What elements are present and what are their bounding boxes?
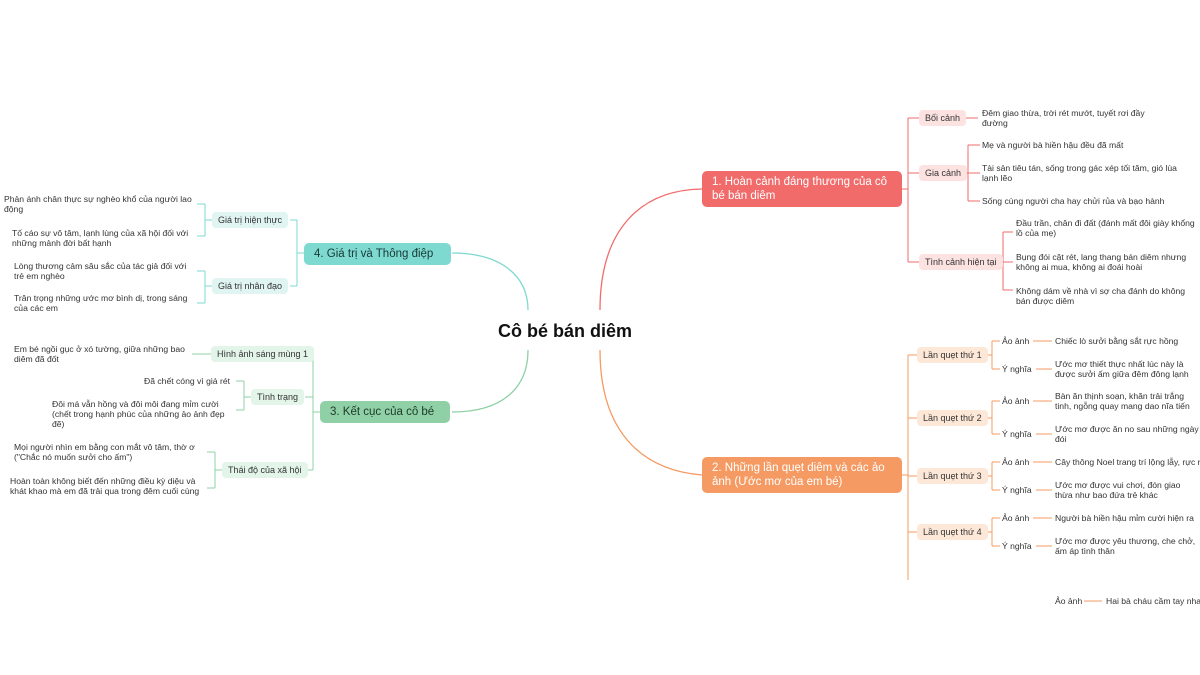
quet-1-y-nghia[interactable]: Ước mơ thiết thực nhất lúc này là được s… bbox=[1055, 359, 1189, 379]
boi-canh-node[interactable]: Bối cảnh bbox=[919, 110, 967, 126]
connector-root-branch1 bbox=[599, 188, 703, 311]
branch-2-topic[interactable]: 2. Những lần quẹt diêm và các ảo ảnh (Ướ… bbox=[702, 457, 902, 493]
boi-canh-leaf[interactable]: Đêm giao thừa, trời rét mướt, tuyết rơi … bbox=[982, 108, 1145, 128]
hinh-anh-leaf[interactable]: Em bé ngồi gục ở xó tường, giữa những ba… bbox=[14, 344, 185, 364]
quet-3-ao-anh-label[interactable]: Ảo ảnh bbox=[1002, 457, 1030, 467]
connector-root-branch3 bbox=[451, 349, 529, 413]
quet-1-ao-anh-label[interactable]: Ảo ảnh bbox=[1002, 336, 1030, 346]
nhan-dao-leaf-1[interactable]: Lòng thương cảm sâu sắc của tác giả đối … bbox=[14, 261, 187, 281]
quet-3-ao-anh[interactable]: Cây thông Noel trang trí lộng lẫy, rực r… bbox=[1055, 457, 1200, 467]
hien-thuc-leaf-1[interactable]: Phản ánh chân thực sự nghèo khổ của ngườ… bbox=[4, 194, 192, 214]
quet-4-y-nghia[interactable]: Ước mơ được yêu thương, che chở, ấm áp t… bbox=[1055, 536, 1196, 556]
quet-2-ao-anh[interactable]: Bàn ăn thịnh soạn, khăn trải trắng tinh,… bbox=[1055, 391, 1190, 411]
quet-2-y-nghia-label[interactable]: Ý nghĩa bbox=[1002, 429, 1032, 439]
tinh-canh-leaf-1[interactable]: Đầu trần, chân đi đất (đánh mất đôi giày… bbox=[1016, 218, 1195, 238]
quet-2-ao-anh-label[interactable]: Ảo ảnh bbox=[1002, 396, 1030, 406]
tinh-canh-node[interactable]: Tình cảnh hiện tại bbox=[919, 254, 1003, 270]
quet-1-y-nghia-label[interactable]: Ý nghĩa bbox=[1002, 364, 1032, 374]
gia-canh-leaf-2[interactable]: Tài sản tiêu tán, sống trong gác xép tối… bbox=[982, 163, 1177, 183]
branch-1-topic[interactable]: 1. Hoàn cảnh đáng thương của cô bé bán d… bbox=[702, 171, 902, 207]
thai-do-leaf-2[interactable]: Hoàn toàn không biết đến những điều kỳ d… bbox=[10, 476, 200, 496]
nhan-dao-node[interactable]: Giá trị nhân đạo bbox=[212, 278, 289, 294]
quet-1-ao-anh[interactable]: Chiếc lò sưởi bằng sắt rực hồng bbox=[1055, 336, 1179, 346]
tinh-canh-leaf-2[interactable]: Bụng đói cật rét, lang thang bán diêm nh… bbox=[1016, 252, 1187, 272]
branch-3-topic[interactable]: 3. Kết cục của cô bé bbox=[320, 401, 450, 423]
quet-3-y-nghia[interactable]: Ước mơ được vui chơi, đón giao thừa như … bbox=[1055, 480, 1181, 500]
gia-canh-node[interactable]: Gia cảnh bbox=[919, 165, 968, 181]
connector-root-branch2 bbox=[599, 349, 703, 476]
thai-do-node[interactable]: Thái độ của xã hội bbox=[222, 462, 308, 478]
branch-4-topic[interactable]: 4. Giá trị và Thông điệp bbox=[304, 243, 451, 265]
thai-do-leaf-1[interactable]: Mọi người nhìn em bằng con mắt vô tâm, t… bbox=[14, 442, 195, 462]
quet-3-y-nghia-label[interactable]: Ý nghĩa bbox=[1002, 485, 1032, 495]
hien-thuc-node[interactable]: Giá trị hiện thực bbox=[212, 212, 289, 228]
tinh-trang-node[interactable]: Tình trạng bbox=[251, 389, 305, 405]
quet-4-node[interactable]: Lần quẹt thứ 4 bbox=[917, 524, 988, 540]
nhan-dao-leaf-2[interactable]: Trân trọng những ước mơ bình dị, trong s… bbox=[14, 293, 188, 313]
extra-ao-anh-label[interactable]: Ảo ảnh bbox=[1055, 596, 1083, 606]
hinh-anh-node[interactable]: Hình ảnh sáng mùng 1 bbox=[211, 346, 315, 362]
quet-4-ao-anh-label[interactable]: Ảo ảnh bbox=[1002, 513, 1030, 523]
quet-4-ao-anh[interactable]: Người bà hiền hậu mỉm cười hiện ra bbox=[1055, 513, 1194, 523]
root-topic[interactable]: Cô bé bán diêm bbox=[498, 321, 633, 341]
connector-root-branch4 bbox=[451, 252, 529, 311]
gia-canh-leaf-3[interactable]: Sống cùng người cha hay chửi rủa và bạo … bbox=[982, 196, 1165, 206]
tinh-canh-leaf-3[interactable]: Không dám về nhà vì sợ cha đánh do không… bbox=[1016, 286, 1186, 306]
quet-3-node[interactable]: Lần quẹt thứ 3 bbox=[917, 468, 988, 484]
extra-ao-anh[interactable]: Hai bà cháu cầm tay nhau bay lên bbox=[1106, 596, 1200, 606]
gia-canh-leaf-1[interactable]: Mẹ và người bà hiền hậu đều đã mất bbox=[982, 140, 1124, 150]
tinh-trang-leaf-2[interactable]: Đôi má vẫn hồng và đôi môi đang mỉm cười… bbox=[52, 399, 225, 429]
quet-2-node[interactable]: Lần quẹt thứ 2 bbox=[917, 410, 988, 426]
quet-4-y-nghia-label[interactable]: Ý nghĩa bbox=[1002, 541, 1032, 551]
tinh-trang-leaf-1[interactable]: Đã chết cóng vì giá rét bbox=[144, 376, 230, 386]
quet-2-y-nghia[interactable]: Ước mơ được ăn no sau những ngày đói bbox=[1055, 424, 1199, 444]
quet-1-node[interactable]: Lần quẹt thứ 1 bbox=[917, 347, 988, 363]
hien-thuc-leaf-2[interactable]: Tố cáo sự vô tâm, lạnh lùng của xã hội đ… bbox=[12, 228, 189, 248]
